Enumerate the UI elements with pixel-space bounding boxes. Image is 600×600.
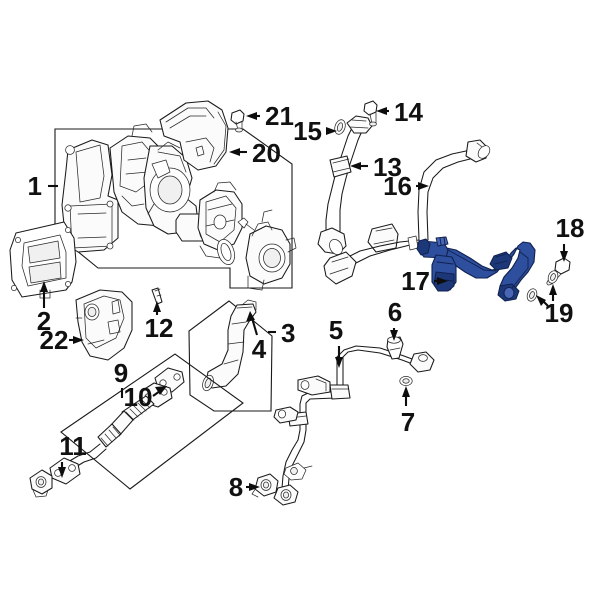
part-coolant-tube-5 (273, 345, 435, 506)
part-bolt-14 (363, 100, 378, 127)
callout-21: 21 (246, 101, 294, 131)
callout-label-19: 19 (545, 298, 574, 328)
group-box-3 (188, 300, 273, 412)
callout-8: 8 (229, 472, 260, 502)
part-heat-shield-bolt (230, 109, 245, 133)
callout-label-15: 15 (293, 116, 322, 146)
callout-7: 7 (401, 386, 415, 437)
part-seal-19-upper (547, 270, 559, 284)
callout-12: 12 (145, 301, 174, 343)
callout-4: 4 (246, 311, 267, 364)
callout-label-12: 12 (145, 313, 174, 343)
part-long-stud (151, 287, 163, 305)
callout-17: 17 (401, 266, 448, 296)
callout-label-22: 22 (40, 325, 69, 355)
callout-2: 2 (37, 281, 51, 336)
callout-label-11: 11 (59, 431, 87, 461)
callout-label-16: 16 (383, 171, 412, 201)
part-coolant-hose-13 (317, 115, 373, 255)
callout-label-1: 1 (28, 171, 42, 201)
callout-6: 6 (388, 297, 402, 341)
part-egr-valve (197, 181, 243, 265)
callout-label-4: 4 (252, 334, 267, 364)
callout-label-18: 18 (556, 213, 585, 243)
callout-1: 1 (28, 171, 58, 201)
callout-13: 13 (350, 152, 402, 182)
callout-16: 16 (383, 171, 429, 201)
part-heat-shield (159, 100, 229, 171)
callout-20: 20 (229, 138, 281, 168)
callout-18: 18 (556, 213, 585, 262)
part-grommet-6 (386, 336, 404, 360)
callout-5: 5 (329, 315, 343, 368)
callout-label-21: 21 (265, 101, 294, 131)
callout-label-8: 8 (229, 472, 243, 502)
callout-label-7: 7 (401, 407, 415, 437)
part-intercooler-hose (202, 299, 257, 392)
callout-label-17: 17 (401, 266, 430, 296)
callout-3: 3 (268, 318, 295, 348)
part-throttle-body (237, 209, 297, 291)
part-small-bracket-right (283, 462, 313, 481)
callout-10: 10 (124, 382, 167, 412)
callout-label-13: 13 (373, 152, 402, 182)
callout-label-14: 14 (394, 97, 423, 127)
callout-label-20: 20 (252, 138, 281, 168)
callout-label-2: 2 (37, 306, 51, 336)
callout-22: 22 (40, 325, 84, 355)
callout-11: 11 (58, 431, 87, 478)
part-connector-8 (251, 473, 279, 498)
callout-9: 9 (114, 358, 128, 398)
callout-15: 15 (293, 116, 337, 146)
callout-19: 19 (536, 284, 573, 328)
callout-label-5: 5 (329, 315, 343, 345)
part-gasket-plate (9, 221, 77, 299)
group-box-9 (60, 353, 244, 490)
callout-label-3: 3 (281, 318, 295, 348)
callout-label-9: 9 (114, 358, 128, 388)
callout-label-6: 6 (388, 297, 402, 327)
part-seal-19-lower (526, 288, 538, 302)
part-seal-7 (399, 376, 413, 386)
callout-label-10: 10 (124, 382, 153, 412)
callout-14: 14 (376, 97, 423, 127)
part-17-highlighted-coolant-pipe (416, 236, 536, 302)
part-mounting-bracket (75, 289, 133, 361)
part-coolant-tube-16 (323, 139, 491, 285)
